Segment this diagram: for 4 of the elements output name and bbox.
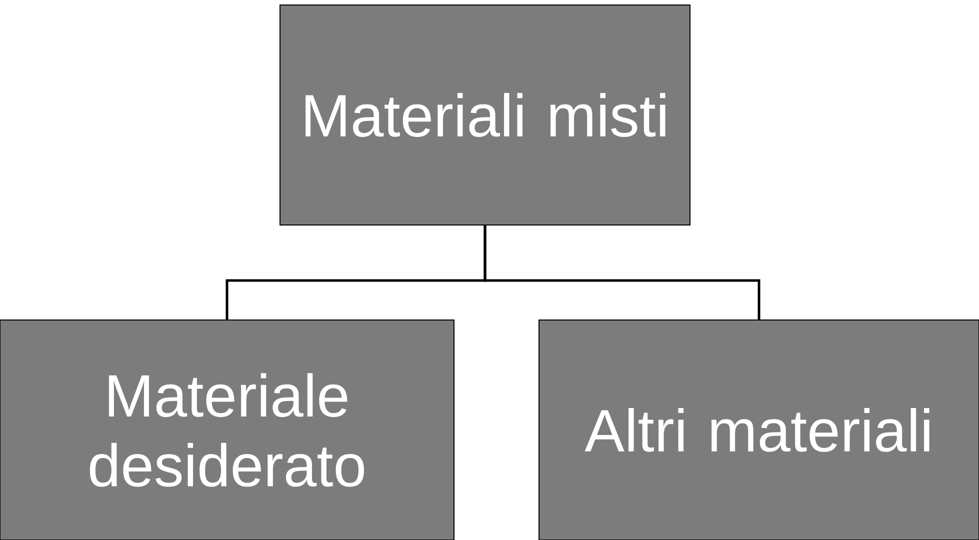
process-box: Materiali misti bbox=[280, 4, 690, 226]
connector-line bbox=[484, 226, 760, 320]
process-box: Materiale desiderato bbox=[0, 320, 454, 540]
process-box: Altri materiali bbox=[538, 320, 979, 540]
